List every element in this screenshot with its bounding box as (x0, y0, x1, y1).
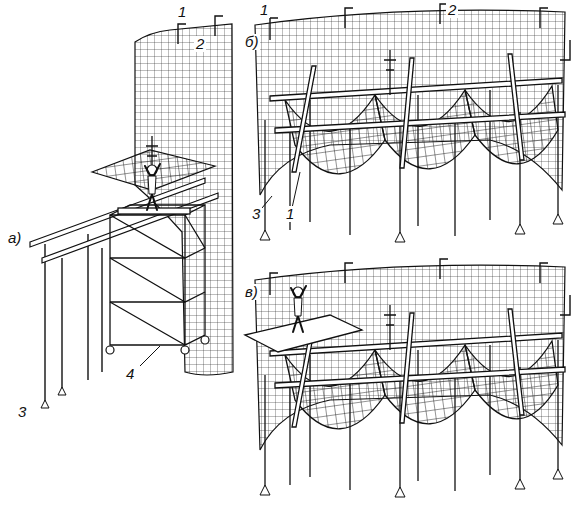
callout-label: 1 (258, 2, 270, 18)
worker (145, 164, 160, 210)
callout-label: 3 (250, 206, 262, 222)
wheels (106, 336, 209, 354)
callout-label: б) (243, 34, 260, 50)
callout-label: 1 (284, 206, 296, 222)
leader-line (140, 346, 160, 366)
posts (45, 234, 102, 405)
leader-line (262, 172, 300, 208)
callout-label: 4 (124, 366, 136, 382)
panel-c (255, 259, 570, 497)
callout-label: 1 (176, 4, 188, 20)
worker (291, 286, 306, 332)
callout-label: 2 (194, 36, 206, 52)
panel-b (255, 4, 570, 242)
callout-label: а) (6, 230, 23, 246)
vertical-net (135, 24, 233, 375)
rails (30, 178, 218, 263)
callout-label: 2 (446, 2, 458, 18)
post-feet (41, 387, 66, 408)
callout-label: в) (243, 284, 260, 300)
panel-a (30, 16, 233, 408)
scaffold-tower (110, 205, 205, 345)
work-platform (245, 315, 362, 352)
callout-label: 3 (16, 404, 28, 420)
